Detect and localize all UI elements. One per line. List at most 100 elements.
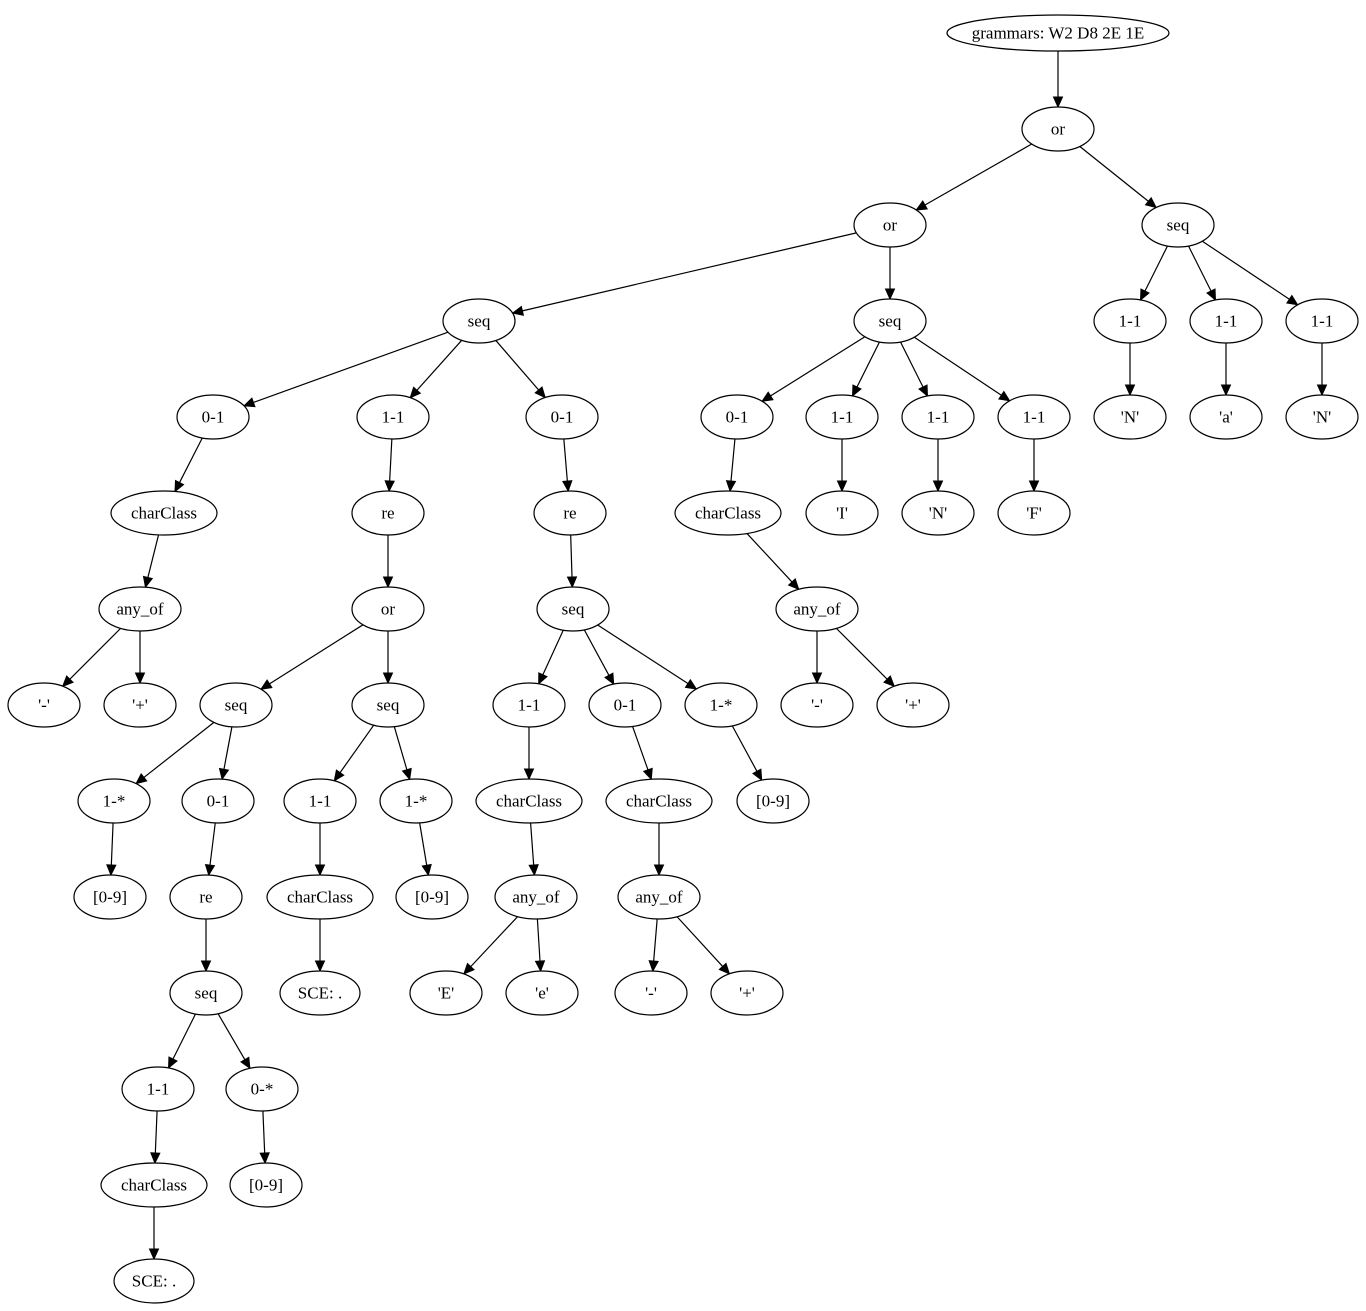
node-label: 'F' — [1026, 504, 1042, 523]
node-label: [0-9] — [415, 888, 449, 907]
edge-bI1-to-bI — [836, 439, 848, 493]
edge-seqA-to-a01 — [242, 331, 449, 408]
node-n: 'N' — [1285, 394, 1359, 440]
arrowhead — [642, 767, 653, 781]
node-label: SCE: . — [298, 984, 342, 1003]
edge-s2-to-s2one — [333, 724, 375, 782]
node-label: grammars: W2 D8 2E 1E — [972, 24, 1144, 43]
node-e: 'E' — [409, 970, 483, 1016]
node-any-of: any_of — [98, 586, 182, 632]
node-ellipse — [266, 874, 374, 920]
node-ellipse — [442, 298, 516, 344]
node-ellipse — [853, 298, 927, 344]
node-label: re — [199, 888, 212, 907]
node-ellipse — [176, 394, 250, 440]
arrowhead — [382, 576, 394, 589]
node-e: 'e' — [505, 970, 579, 1016]
node-1-1: 1-1 — [356, 394, 430, 440]
node-0-1: 0-1 — [176, 394, 250, 440]
arrowhead — [511, 305, 525, 316]
node-label: '-' — [645, 984, 657, 1003]
arrowhead — [148, 1248, 160, 1261]
edge-or0-to-or1 — [915, 143, 1033, 211]
arrowhead — [1144, 196, 1158, 209]
edge-line — [730, 438, 736, 482]
node-or: or — [1021, 106, 1095, 152]
edge-line — [223, 726, 233, 770]
edge-s1-to-s1star — [135, 721, 215, 785]
node-node: '-' — [780, 682, 854, 728]
node-seq: seq — [199, 682, 273, 728]
arrowhead — [242, 397, 256, 408]
edge-line — [676, 916, 724, 967]
node-ellipse — [1285, 394, 1359, 440]
node-label: re — [381, 504, 394, 523]
node-label: 'I' — [836, 504, 848, 523]
node-ellipse — [780, 682, 854, 728]
arrowhead — [1206, 288, 1217, 302]
edge-line — [924, 143, 1033, 206]
node-label: 1-* — [103, 792, 126, 811]
arrowhead — [1286, 294, 1299, 306]
node-ellipse — [279, 970, 361, 1016]
node-ellipse — [805, 490, 879, 536]
arrowhead — [1028, 480, 1040, 493]
edge-line — [770, 336, 866, 397]
arrowhead — [135, 772, 148, 785]
node-ellipse — [901, 394, 975, 440]
node-ellipse — [73, 874, 147, 920]
edge-line — [262, 1110, 266, 1154]
node-node: '+' — [710, 970, 784, 1016]
node-ellipse — [225, 1066, 299, 1112]
node-node: '-' — [7, 682, 81, 728]
edge-or0-to-seqNaN — [1079, 146, 1158, 209]
arrowhead — [204, 863, 216, 877]
edge-e11-to-eCC — [523, 727, 535, 781]
node-ellipse — [1285, 298, 1359, 344]
edge-nan2-to-nanA — [1220, 343, 1232, 397]
node-label: 'E' — [438, 984, 455, 1003]
node-ellipse — [533, 490, 607, 536]
arrowhead — [106, 864, 117, 877]
edge-s1re-to-s1seq — [200, 919, 212, 973]
edge-line — [913, 336, 1002, 396]
node-ellipse — [775, 586, 859, 632]
node-label: 1-1 — [382, 408, 405, 427]
node-ellipse — [700, 394, 774, 440]
edge-bCC-to-bAny — [746, 533, 800, 591]
arrowhead — [382, 672, 394, 685]
arrowhead — [174, 479, 185, 493]
node-label: 1-1 — [1023, 408, 1046, 427]
node-n: 'N' — [1093, 394, 1167, 440]
node-ellipse — [1021, 106, 1095, 152]
node-ellipse — [351, 490, 425, 536]
node-label: [0-9] — [249, 1176, 283, 1195]
node-ellipse — [379, 778, 453, 824]
edge-seqB-to-bI1 — [851, 341, 881, 398]
node-0-9: [0-9] — [736, 778, 810, 824]
node-label: [0-9] — [756, 792, 790, 811]
node-ellipse — [588, 682, 662, 728]
node-label: seq — [562, 600, 585, 619]
node-ellipse — [997, 394, 1071, 440]
arrowhead — [915, 200, 929, 211]
edge-e01-to-e01cc — [632, 726, 653, 781]
edge-line — [172, 1013, 197, 1060]
arrowhead — [314, 960, 326, 973]
node-0-1: 0-1 — [588, 682, 662, 728]
node-ellipse — [351, 682, 425, 728]
edge-s2-to-s2star — [393, 726, 412, 781]
node-label: 'e' — [535, 984, 549, 1003]
node-seq: seq — [536, 586, 610, 632]
edge-line — [1144, 245, 1169, 292]
edge-s1seq-to-s1zs — [217, 1013, 251, 1070]
node-label: 'N' — [929, 504, 947, 523]
arrowhead — [752, 768, 763, 782]
arrowhead — [260, 679, 273, 690]
node-ellipse — [7, 682, 81, 728]
edge-eAny-to-ee — [534, 918, 546, 973]
edge-a11-to-aRe — [384, 438, 395, 493]
node-label: any_of — [116, 600, 164, 619]
edge-line — [563, 438, 568, 482]
